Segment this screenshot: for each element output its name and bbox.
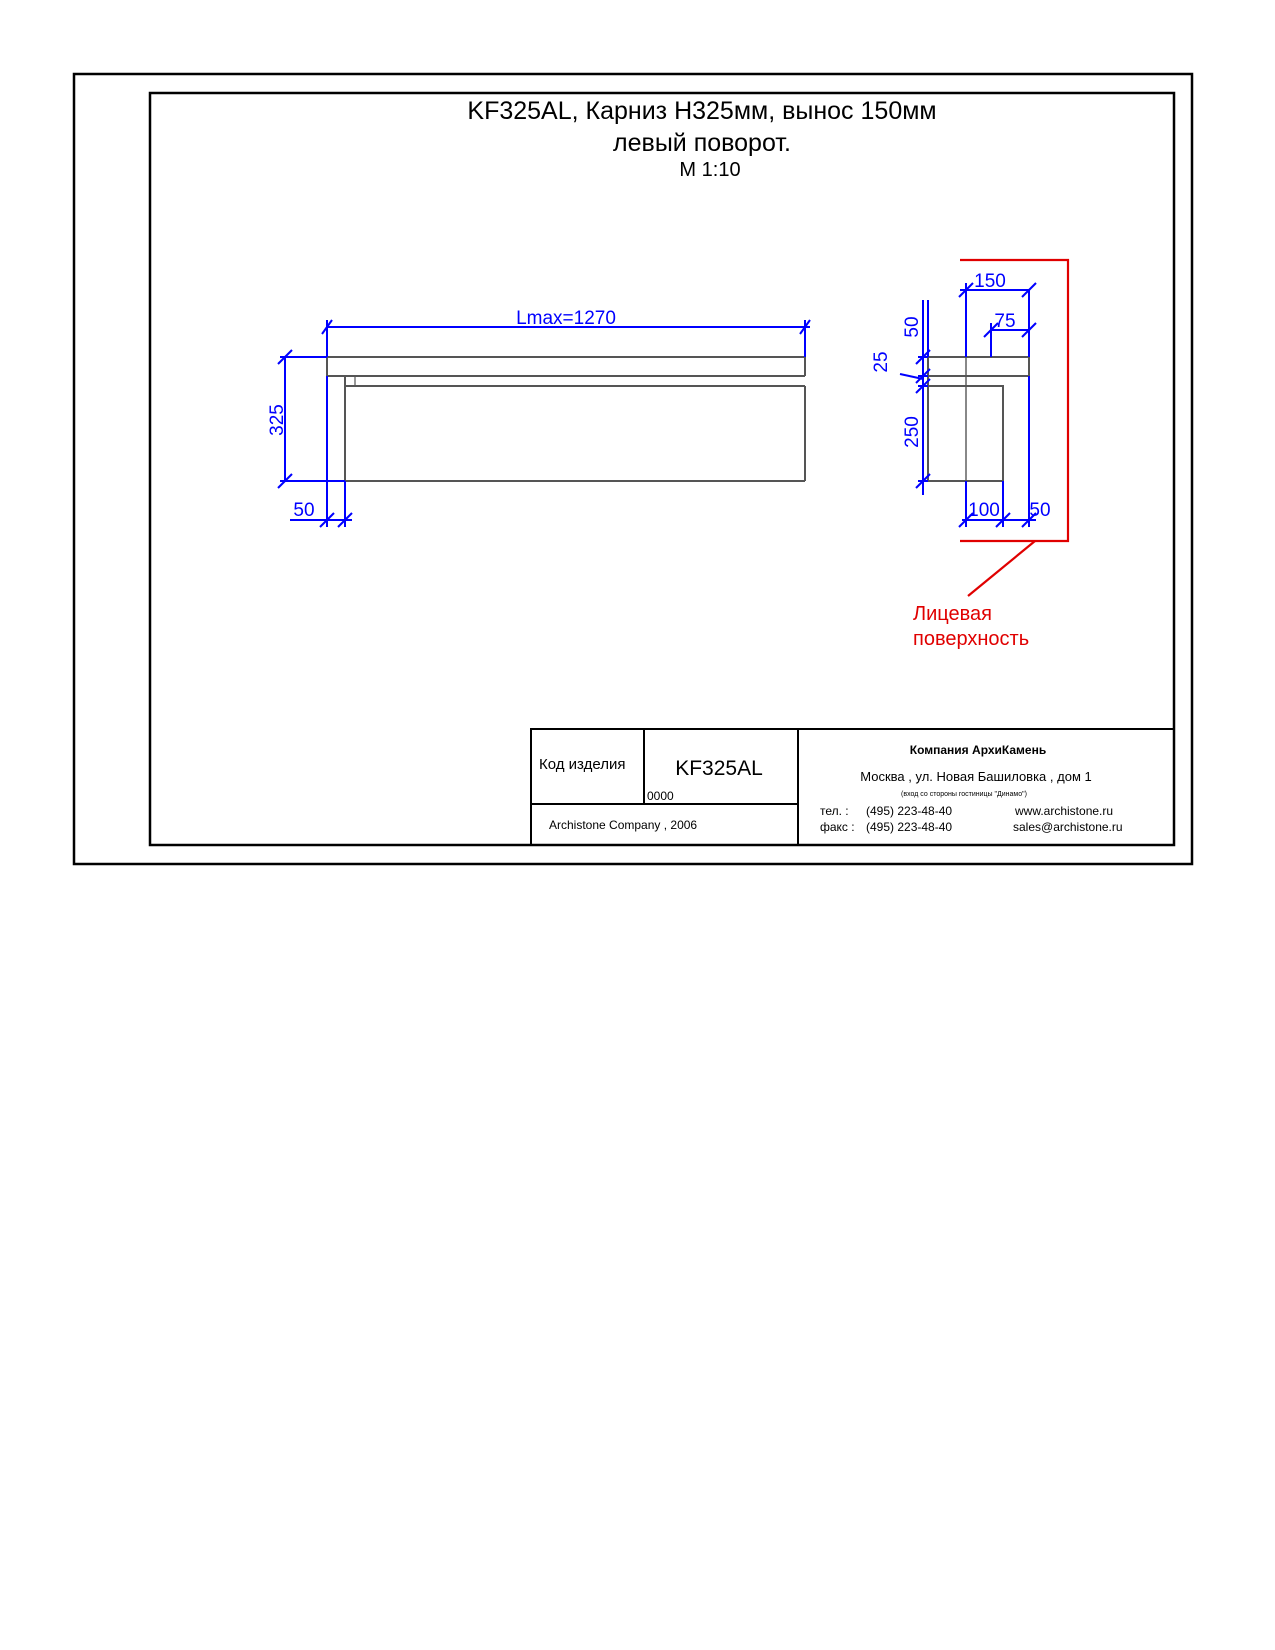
dim-profile-base-right-label: 50 — [1029, 500, 1050, 521]
code-label: Код изделия — [539, 756, 625, 773]
callout-line-1: Лицевая — [913, 603, 992, 625]
title-line-2: левый поворот. — [613, 129, 791, 157]
email: sales@archistone.ru — [1013, 820, 1123, 834]
title-block — [530, 728, 1175, 846]
callout-line-2: поверхность — [913, 628, 1029, 650]
inner-frame — [148, 91, 1176, 847]
code-value: KF325AL — [675, 757, 763, 780]
dim-profile-top-label: 50 — [902, 316, 923, 337]
fax-label: факс : — [820, 820, 855, 834]
tel-number: (495) 223-48-40 — [866, 804, 952, 818]
copyright: Archistone Company , 2006 — [549, 818, 697, 832]
profile-dimensions — [899, 282, 1037, 528]
dim-length-label: Lmax=1270 — [516, 308, 616, 329]
company-name: Компания АрхиКамень — [910, 743, 1046, 757]
dim-left-offset-label: 50 — [293, 500, 314, 521]
dim-profile-step-label: 25 — [871, 351, 892, 372]
dim-profile-width-label: 150 — [974, 271, 1006, 292]
outer-frame — [72, 72, 1194, 866]
company-address: Москва , ул. Новая Башиловка , дом 1 — [860, 769, 1091, 784]
profile-view — [927, 356, 1030, 482]
dim-profile-base-label: 100 — [968, 500, 1000, 521]
dim-profile-body-label: 250 — [902, 416, 923, 448]
dim-profile-inner-label: 75 — [994, 311, 1015, 332]
scale-label: М 1:10 — [679, 159, 740, 181]
address-note: (вход со стороны гостиницы "Динамо") — [901, 791, 1027, 798]
title-line-1: KF325AL, Карниз Н325мм, вынос 150мм — [467, 97, 936, 125]
sheet-number: 0000 — [647, 789, 674, 803]
front-view — [326, 356, 806, 482]
website: www.archistone.ru — [1014, 804, 1113, 818]
face-surface-marker — [960, 258, 1070, 597]
dim-height-label: 325 — [267, 404, 288, 436]
tel-label: тел. : — [820, 804, 849, 818]
front-dimensions — [277, 319, 811, 528]
fax-number: (495) 223-48-40 — [866, 820, 952, 834]
